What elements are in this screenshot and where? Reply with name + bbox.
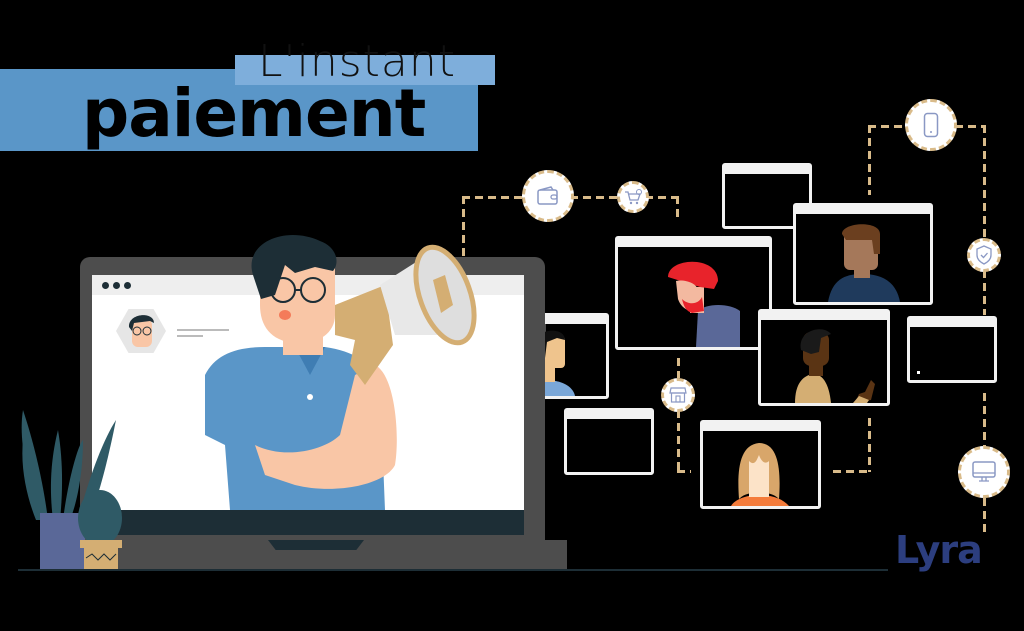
headline-box-top: [235, 55, 495, 85]
headline-line2: paiement: [82, 75, 426, 152]
video-window-participant: [700, 420, 821, 509]
store-node: [661, 378, 695, 412]
connector-line: [833, 470, 871, 473]
ground-line: [18, 569, 888, 571]
connector-line: [677, 470, 691, 473]
presenter-avatar: [116, 309, 166, 353]
phone-node: [905, 99, 957, 151]
laptop-notch: [268, 540, 364, 550]
plant-illustration: [21, 410, 122, 569]
connector-line: [677, 358, 680, 378]
video-window-participant: [758, 309, 890, 406]
video-window-participant: [615, 236, 772, 350]
shield-node: [967, 238, 1001, 272]
laptop-bezel: [92, 510, 524, 535]
connector-line: [676, 196, 679, 220]
connector-line: [570, 196, 620, 199]
monitor-icon: [972, 461, 996, 482]
headline-line1: L'instant: [258, 36, 456, 87]
shield-check-icon: [976, 245, 992, 265]
presenter-illustration: [205, 235, 477, 510]
cart-icon: [625, 189, 642, 205]
connector-line: [983, 125, 986, 243]
window-dot: [124, 282, 131, 289]
connector-line: [868, 418, 871, 472]
connector-line: [462, 196, 532, 199]
participant-avatar: [731, 443, 789, 506]
video-window-participant: [793, 203, 933, 305]
avatar-face: [128, 315, 154, 347]
connector-line: [983, 270, 986, 315]
participant-avatar: [668, 261, 740, 347]
window-dot: [113, 282, 120, 289]
participant-avatar: [795, 329, 875, 403]
speech-line: [177, 329, 229, 331]
connector-line: [645, 196, 679, 199]
connector-line: [868, 125, 908, 128]
connector-line: [983, 393, 986, 448]
video-window-empty: [564, 408, 654, 475]
monitor-node: [958, 446, 1010, 498]
lyra-logo: Lyra: [895, 528, 983, 572]
phone-icon: [923, 112, 939, 138]
connector-line: [462, 196, 465, 291]
wallet-node: [522, 170, 574, 222]
cart-node: [617, 181, 649, 213]
store-icon: [669, 387, 687, 403]
connector-line: [983, 498, 986, 536]
connector-line: [955, 125, 985, 128]
connector-line: [868, 125, 871, 195]
video-window-empty: [907, 316, 997, 383]
participant-avatar: [828, 224, 900, 302]
speech-line: [177, 335, 203, 337]
wallet-icon: [537, 186, 558, 205]
connector-line: [677, 410, 680, 472]
window-dot: [102, 282, 109, 289]
